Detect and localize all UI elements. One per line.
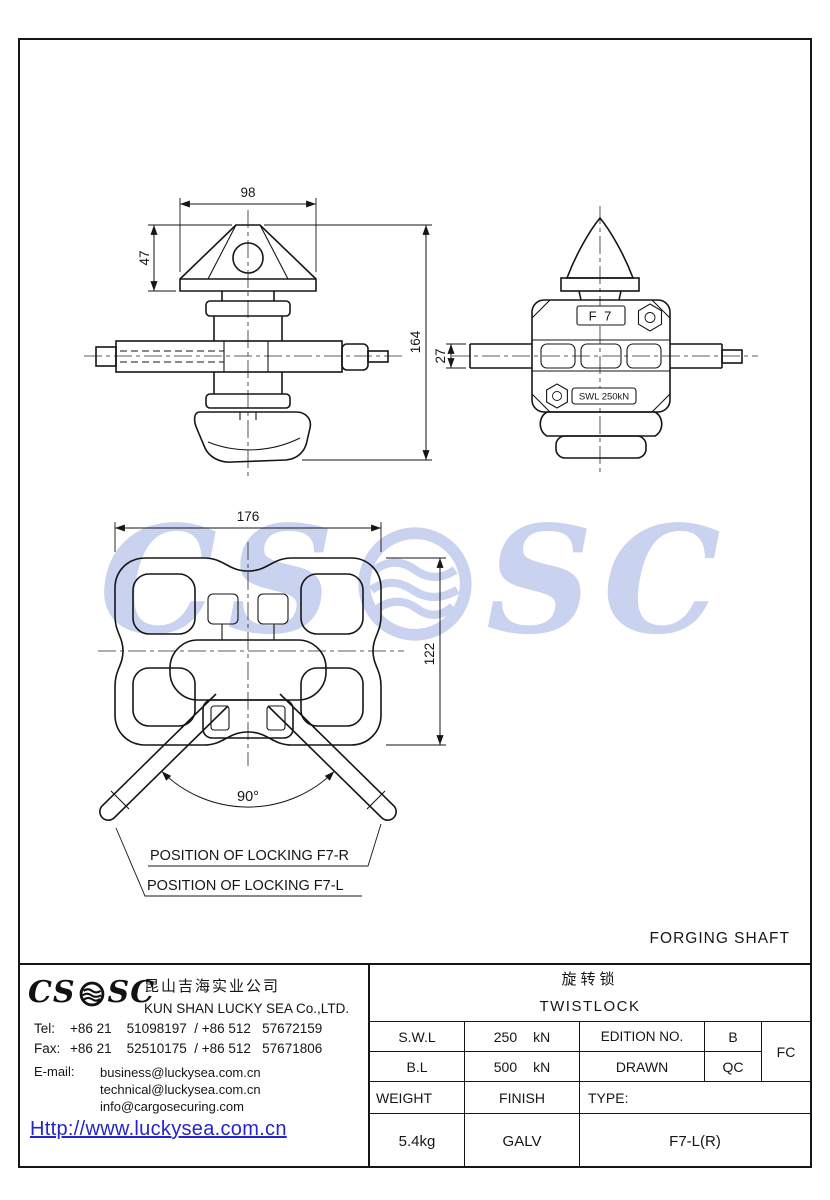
title-block: CS SC 昆山吉海实业公司 KUN SHAN LUCKY SEA Co.,LT… <box>20 963 810 1168</box>
sheet-border <box>18 38 812 1168</box>
email-block: E-mail: business@luckysea.com.cn technic… <box>34 1064 261 1115</box>
email-info: info@cargosecuring.com <box>100 1099 244 1114</box>
qc-value: QC <box>705 1052 762 1082</box>
dim-shaft-height: 27 <box>433 343 466 369</box>
handle-arm-right <box>267 693 397 821</box>
locking-label-left: POSITION OF LOCKING F7-L <box>115 827 362 897</box>
cone-hole <box>232 242 264 274</box>
email-business: business@luckysea.com.cn <box>100 1065 261 1080</box>
swl-plate <box>571 387 637 405</box>
dim-cone-height: 47 <box>137 224 232 292</box>
weight-label: WEIGHT <box>370 1082 465 1114</box>
bl-value: 500 <box>493 1058 518 1075</box>
swl-label: S.W.L <box>370 1022 465 1052</box>
watermark-sc: SC <box>486 493 731 667</box>
email-label: E-mail: <box>34 1064 75 1079</box>
swl-value-cell: 250 kN <box>465 1022 580 1052</box>
drawing-caption: FORGING SHAFT <box>649 930 790 947</box>
dim-176-label: 176 <box>237 509 260 524</box>
plan-view: 90° 176 122 POSITION OF LOCKING F7-R POS… <box>98 509 446 897</box>
swl-value: 250 <box>493 1028 518 1045</box>
company-panel: CS SC 昆山吉海实业公司 KUN SHAN LUCKY SEA Co.,LT… <box>20 965 370 1168</box>
tel-value: +86 21 51098197 / +86 512 57672159 <box>70 1021 323 1036</box>
logo-cs: CS <box>28 975 76 1010</box>
fc-value: FC <box>762 1022 810 1082</box>
f7-plate <box>576 305 626 326</box>
swl-label: SWL 250kN <box>579 392 629 403</box>
technical-drawing: 98 47 164 <box>84 185 758 897</box>
logo-sc: SC <box>107 975 156 1010</box>
edition-label: EDITION NO. <box>580 1022 705 1052</box>
handle-arm-left <box>99 693 229 821</box>
company-logo: CS SC <box>28 975 155 1010</box>
dim-164-label: 164 <box>408 330 423 353</box>
angle-arc <box>161 770 335 808</box>
type-value: F7-L(R) <box>669 1132 721 1150</box>
drawn-label: DRAWN <box>580 1052 705 1082</box>
company-name-cn: 昆山吉海实业公司 <box>144 978 281 995</box>
dim-27-label: 27 <box>433 348 448 363</box>
type-label: TYPE: <box>580 1082 810 1114</box>
website-url: Http://www.luckysea.com.cn <box>30 1118 287 1140</box>
dim-front-width: 98 <box>179 185 317 272</box>
front-view: 98 47 164 <box>84 185 432 480</box>
f7-label: F 7 <box>589 309 614 324</box>
lock-l-label: POSITION OF LOCKING F7-L <box>147 878 344 894</box>
fax-line: Fax: +86 21 52510175 / +86 512 57671806 <box>34 1041 322 1056</box>
angle-label: 90° <box>237 789 259 805</box>
fax-value: +86 21 52510175 / +86 512 57671806 <box>70 1041 323 1056</box>
dim-47-label: 47 <box>137 250 152 265</box>
product-name-cn: 旋转锁 <box>561 971 619 988</box>
edition-value: B <box>705 1022 762 1052</box>
swl-unit: kN <box>533 1028 551 1045</box>
dim-plan-width: 176 <box>114 509 382 552</box>
company-name-en: KUN SHAN LUCKY SEA Co.,LTD. <box>144 1001 350 1016</box>
bl-label: B.L <box>370 1052 465 1082</box>
side-view: F 7 SWL 250kN 27 <box>433 206 758 472</box>
logo-globe-icon <box>79 981 104 1007</box>
bl-unit: kN <box>533 1058 551 1075</box>
fax-label: Fax: <box>34 1041 61 1056</box>
finish-value: GALV <box>465 1114 580 1168</box>
dim-98-label: 98 <box>240 185 255 200</box>
tel-label: Tel: <box>34 1021 56 1036</box>
product-name-en: TWISTLOCK <box>370 992 810 1022</box>
dim-122-label: 122 <box>422 643 437 666</box>
hex-nut-bottom-icon <box>546 383 568 409</box>
dim-plan-height: 122 <box>386 557 446 746</box>
weight-value: 5.4kg <box>370 1114 465 1168</box>
dim-total-height: 164 <box>264 224 432 461</box>
lock-r-label: POSITION OF LOCKING F7-R <box>150 848 349 864</box>
hex-nut-top-icon <box>637 303 663 332</box>
locking-label-right: POSITION OF LOCKING F7-R <box>148 823 382 867</box>
spec-table: 旋转锁 TWISTLOCK S.W.L 250 kN EDITION NO. B… <box>370 965 810 1168</box>
email-technical: technical@luckysea.com.cn <box>100 1082 261 1097</box>
tel-line: Tel: +86 21 51098197 / +86 512 57672159 <box>34 1021 322 1036</box>
bl-value-cell: 500 kN <box>465 1052 580 1082</box>
finish-label: FINISH <box>465 1082 580 1114</box>
